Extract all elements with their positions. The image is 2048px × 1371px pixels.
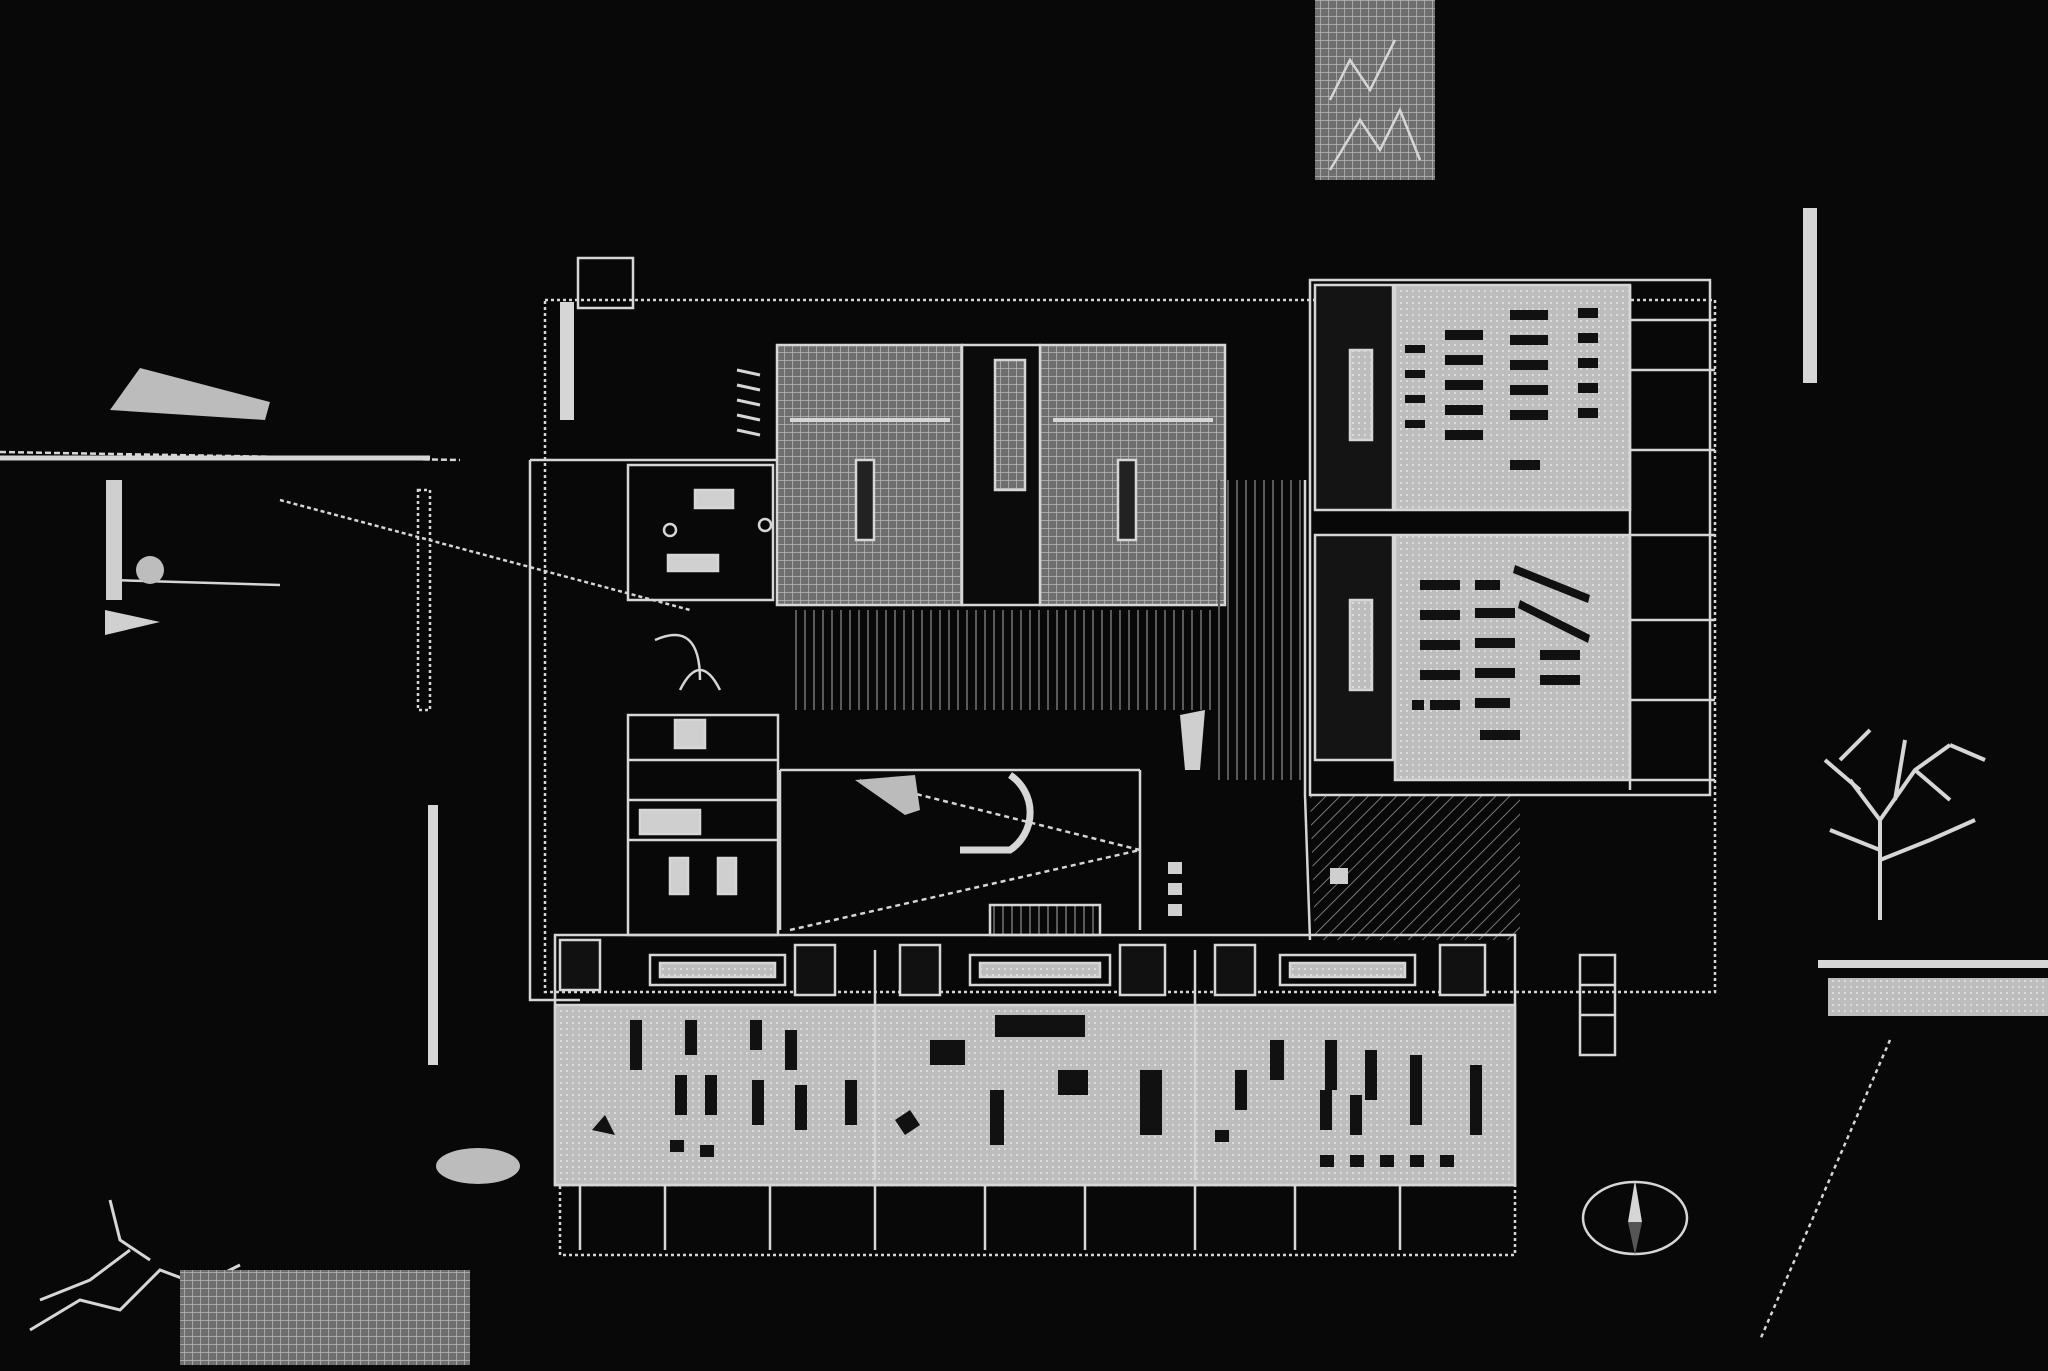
boundary-wall-east [1803, 208, 1817, 383]
bench [1578, 953, 1617, 1057]
desks-south [592, 1015, 1482, 1167]
building-outline [528, 256, 1717, 1002]
landscape-tree [1823, 728, 1986, 920]
service-rooms [626, 463, 780, 937]
desks-east [1405, 308, 1598, 740]
workshop-block [736, 343, 1227, 607]
north-arrow[interactable] [1581, 1180, 1689, 1256]
landscape-southwest [29, 1148, 520, 1365]
west-approach [0, 368, 691, 712]
boundary-wall-west [428, 805, 438, 1065]
spiral-stair [960, 772, 1034, 854]
landscape-north [1315, 0, 1435, 180]
terrace-slab [1758, 960, 2048, 1341]
classroom-wing-east [1308, 278, 1715, 797]
entrance-court [778, 480, 1520, 941]
